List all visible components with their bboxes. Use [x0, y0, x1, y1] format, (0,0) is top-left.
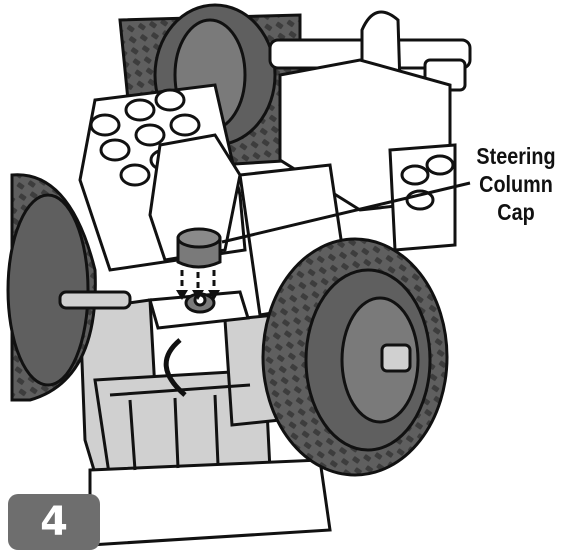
steering-housing	[148, 133, 242, 262]
callout-line: Cap	[497, 199, 535, 225]
right-block-studs	[400, 154, 455, 211]
arrow-heads	[176, 290, 220, 300]
lower-chassis	[78, 298, 332, 547]
steering-column-cap	[176, 227, 222, 269]
callout-line: Column	[479, 171, 553, 197]
callout-leader-line	[221, 181, 471, 244]
insert-arrows	[180, 270, 216, 292]
step-number-badge: 4	[8, 494, 100, 550]
front-left-tire	[6, 173, 132, 402]
steering-column-cap-label: Steering Column Cap	[470, 142, 563, 226]
front-right-tire	[261, 237, 449, 477]
callout-line: Steering	[476, 143, 556, 169]
step-number: 4	[40, 499, 68, 545]
